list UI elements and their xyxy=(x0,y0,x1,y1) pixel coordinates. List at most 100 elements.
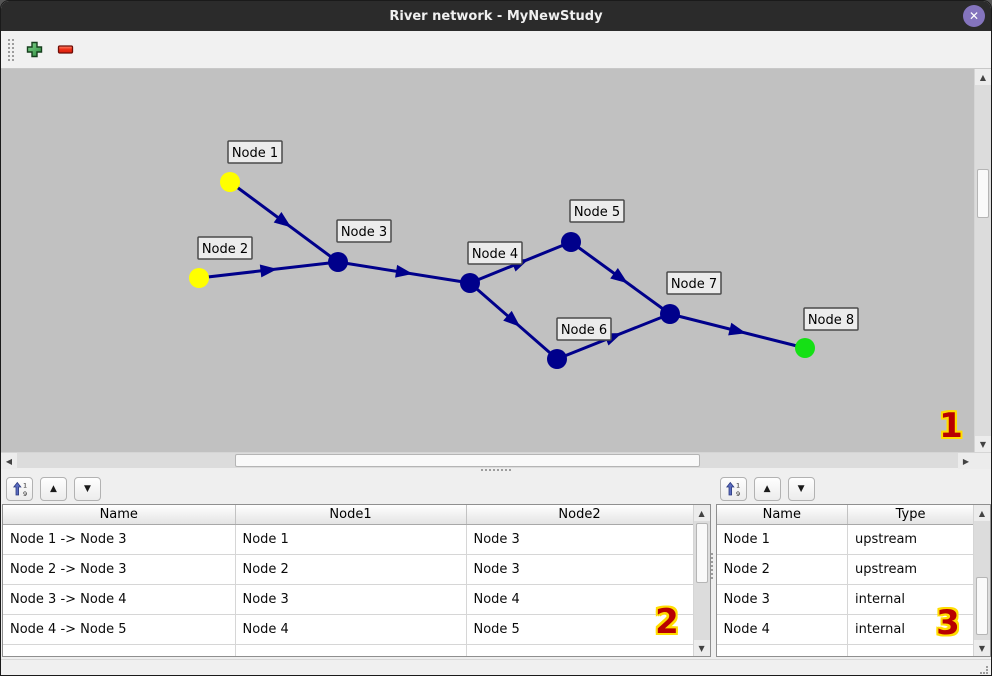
column-header[interactable]: Node1 xyxy=(235,505,467,525)
network-node[interactable] xyxy=(460,273,480,293)
table-cell: Node 3 -> Node 4 xyxy=(3,584,236,615)
nodes-toolbar: 1 9 ▲ ▼ xyxy=(715,473,991,504)
node-label[interactable]: Node 5 xyxy=(569,199,625,223)
minus-icon xyxy=(57,45,74,54)
nodes-scroll-track[interactable] xyxy=(973,521,990,640)
links-scroll-thumb[interactable] xyxy=(695,523,708,583)
move-up-button[interactable]: ▲ xyxy=(40,476,67,501)
sort-button[interactable]: 1 9 xyxy=(6,476,33,501)
empty-row xyxy=(3,644,693,656)
links-scroll-track[interactable] xyxy=(693,521,710,640)
svg-text:1: 1 xyxy=(736,481,740,489)
column-header[interactable]: Type xyxy=(847,505,973,525)
nodes-table-scrollbar[interactable]: ▲ ▼ xyxy=(972,505,990,656)
close-button[interactable]: ✕ xyxy=(963,5,985,27)
node-label[interactable]: Node 6 xyxy=(556,317,612,341)
table-cell: Node 1 -> Node 3 xyxy=(3,524,236,555)
scroll-up-icon[interactable]: ▲ xyxy=(693,505,710,521)
scroll-left-icon[interactable]: ◀ xyxy=(1,453,17,469)
scroll-right-icon[interactable]: ▶ xyxy=(958,453,974,469)
river-network-canvas[interactable]: Node 1 Node 2 Node 3 Node 4 Node 5 Node 6 Node… xyxy=(1,69,974,452)
svg-text:Node 7: Node 7 xyxy=(671,277,717,292)
move-down-button[interactable]: ▼ xyxy=(74,476,101,501)
canvas-hscroll-thumb[interactable] xyxy=(235,454,700,467)
canvas-vscroll-thumb[interactable] xyxy=(977,169,989,218)
main-toolbar xyxy=(1,31,991,69)
move-up-button[interactable]: ▲ xyxy=(753,476,781,501)
edge-arrow-icon xyxy=(259,264,278,278)
resize-grip-icon[interactable] xyxy=(980,666,988,674)
node-label[interactable]: Node 7 xyxy=(666,271,722,295)
scroll-up-icon[interactable]: ▲ xyxy=(975,69,991,85)
node-label[interactable]: Node 4 xyxy=(467,241,523,265)
svg-text:Node 2: Node 2 xyxy=(202,242,248,257)
table-cell: Node 2 -> Node 3 xyxy=(3,554,236,585)
network-node[interactable] xyxy=(660,304,680,324)
svg-text:Node 1: Node 1 xyxy=(232,146,278,161)
network-node[interactable] xyxy=(220,172,240,192)
column-header[interactable]: Name xyxy=(3,505,236,525)
add-button[interactable] xyxy=(24,39,45,60)
move-down-button[interactable]: ▼ xyxy=(787,476,815,501)
network-node[interactable] xyxy=(795,338,815,358)
edge-arrow-icon xyxy=(273,212,292,228)
titlebar[interactable]: River network - MyNewStudy ✕ xyxy=(1,1,991,31)
table-cell: Node 4 -> Node 5 xyxy=(3,614,236,645)
network-node[interactable] xyxy=(189,268,209,288)
svg-text:9: 9 xyxy=(23,490,27,497)
column-header[interactable]: Node2 xyxy=(466,505,693,525)
network-node[interactable] xyxy=(561,232,581,252)
table-cell: internal xyxy=(847,614,973,645)
scroll-down-icon[interactable]: ▼ xyxy=(973,640,990,656)
svg-text:Node 8: Node 8 xyxy=(808,313,854,328)
svg-text:Node 5: Node 5 xyxy=(574,205,620,220)
canvas-hscroll-track[interactable] xyxy=(17,453,958,468)
up-arrow-icon: ▲ xyxy=(50,483,57,494)
scroll-down-icon[interactable]: ▼ xyxy=(975,436,991,452)
scroll-up-icon[interactable]: ▲ xyxy=(973,505,990,521)
table-cell: Node 3 xyxy=(466,554,693,585)
node-label[interactable]: Node 3 xyxy=(336,219,392,243)
sort-button[interactable]: 1 9 xyxy=(719,476,747,501)
table-cell: Node 4 xyxy=(235,614,467,645)
table-cell: upstream xyxy=(847,524,973,555)
table-cell: Node 2 xyxy=(716,554,849,585)
nodes-scroll-thumb[interactable] xyxy=(975,577,988,635)
status-bar xyxy=(1,659,991,675)
network-node[interactable] xyxy=(328,252,348,272)
sort-ascending-icon: 1 9 xyxy=(12,481,27,497)
splitter-grip-icon xyxy=(711,553,714,579)
node-label[interactable]: Node 2 xyxy=(197,236,253,260)
svg-text:Node 4: Node 4 xyxy=(472,247,518,262)
canvas-vertical-scrollbar[interactable]: ▲ ▼ xyxy=(974,69,991,452)
network-node[interactable] xyxy=(547,349,567,369)
svg-text:Node 6: Node 6 xyxy=(561,323,607,338)
svg-text:Node 3: Node 3 xyxy=(341,225,387,240)
toolbar-drag-handle[interactable] xyxy=(8,38,14,61)
canvas-horizontal-scrollbar[interactable]: ◀ ▶ xyxy=(1,452,991,469)
links-table-scrollbar[interactable]: ▲ ▼ xyxy=(692,505,710,656)
horizontal-splitter[interactable] xyxy=(1,468,991,473)
scroll-down-icon[interactable]: ▼ xyxy=(693,640,710,656)
vertical-splitter[interactable] xyxy=(710,473,715,659)
column-header[interactable]: Name xyxy=(716,505,849,525)
node-label[interactable]: Node 8 xyxy=(803,307,859,331)
remove-button[interactable] xyxy=(55,39,76,60)
node-label[interactable]: Node 1 xyxy=(227,140,283,164)
canvas-vscroll-track[interactable] xyxy=(975,85,991,436)
links-toolbar: 1 9 ▲ ▼ xyxy=(1,473,711,504)
up-arrow-icon: ▲ xyxy=(763,483,771,494)
splitter-grip-icon xyxy=(481,469,511,472)
